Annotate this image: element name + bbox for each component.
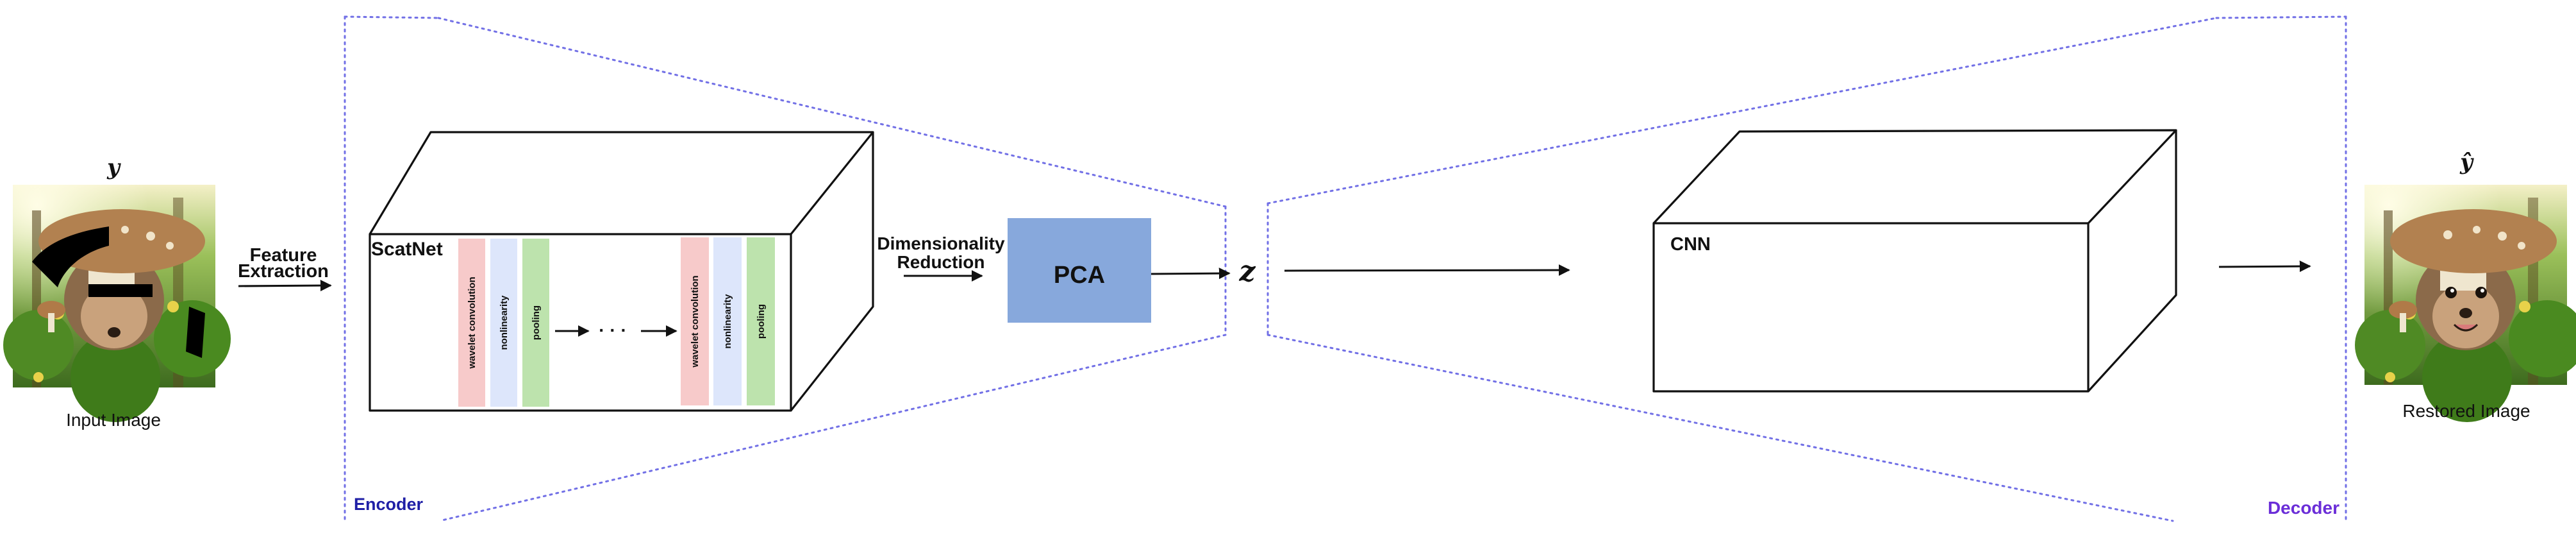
scatnet-group-2: wavelet convolution nonlinearity pooling: [681, 237, 775, 405]
feature-extraction-arrow: [238, 280, 332, 292]
wavelet-convolution-block: [458, 239, 485, 407]
encoder-outline: [344, 15, 1227, 522]
wavelet-convolution-label: wavelet convolution: [467, 276, 478, 369]
nonlinearity-label: nonlinearity: [722, 294, 733, 349]
pooling-label: pooling: [756, 304, 767, 339]
encoder-label: Encoder: [354, 495, 424, 514]
feature-extraction-line1: Feature: [250, 245, 317, 266]
pca-box: [1008, 218, 1151, 323]
pca-to-latent-arrow: [1151, 268, 1231, 280]
output-section: ŷ Re: [2355, 149, 2576, 422]
dim-reduction-line1: Dimensionality: [877, 234, 1005, 253]
dim-reduction-line2: Reduction: [897, 252, 985, 272]
output-symbol: ŷ: [2459, 149, 2474, 175]
nonlinearity-label: nonlinearity: [499, 295, 510, 350]
pooling-block: [747, 237, 775, 405]
input-section: y Input Image: [3, 155, 231, 430]
cnn-to-output-arrow: [2218, 260, 2311, 273]
output-image: [2355, 185, 2576, 422]
decoder-label: Decoder: [2268, 498, 2339, 518]
nonlinearity-block: [713, 237, 742, 405]
cnn-title: CNN: [1670, 234, 1711, 255]
pooling-block: [522, 239, 549, 407]
decoder-outline: [1267, 15, 2347, 522]
pca-label: PCA: [1054, 262, 1105, 289]
input-symbol: y: [106, 155, 121, 180]
input-caption: Input Image: [66, 410, 161, 430]
scatnet-ellipsis: · · ·: [599, 320, 627, 340]
scatnet-box: [369, 131, 874, 412]
pooling-label: pooling: [531, 305, 542, 340]
scatnet-title: ScatNet: [371, 239, 443, 260]
wavelet-convolution-block: [681, 237, 709, 405]
input-image: [3, 185, 231, 422]
output-caption: Restored Image: [2402, 401, 2530, 421]
latent-symbol: z: [1239, 255, 1256, 288]
cnn-box: [1652, 129, 2177, 393]
latent-to-cnn-arrow: [1284, 264, 1570, 276]
nonlinearity-block: [490, 239, 517, 407]
wavelet-convolution-label: wavelet convolution: [690, 275, 701, 368]
scatnet-group-1: wavelet convolution nonlinearity pooling: [458, 239, 549, 407]
feature-extraction-line2: Extraction: [238, 261, 329, 282]
